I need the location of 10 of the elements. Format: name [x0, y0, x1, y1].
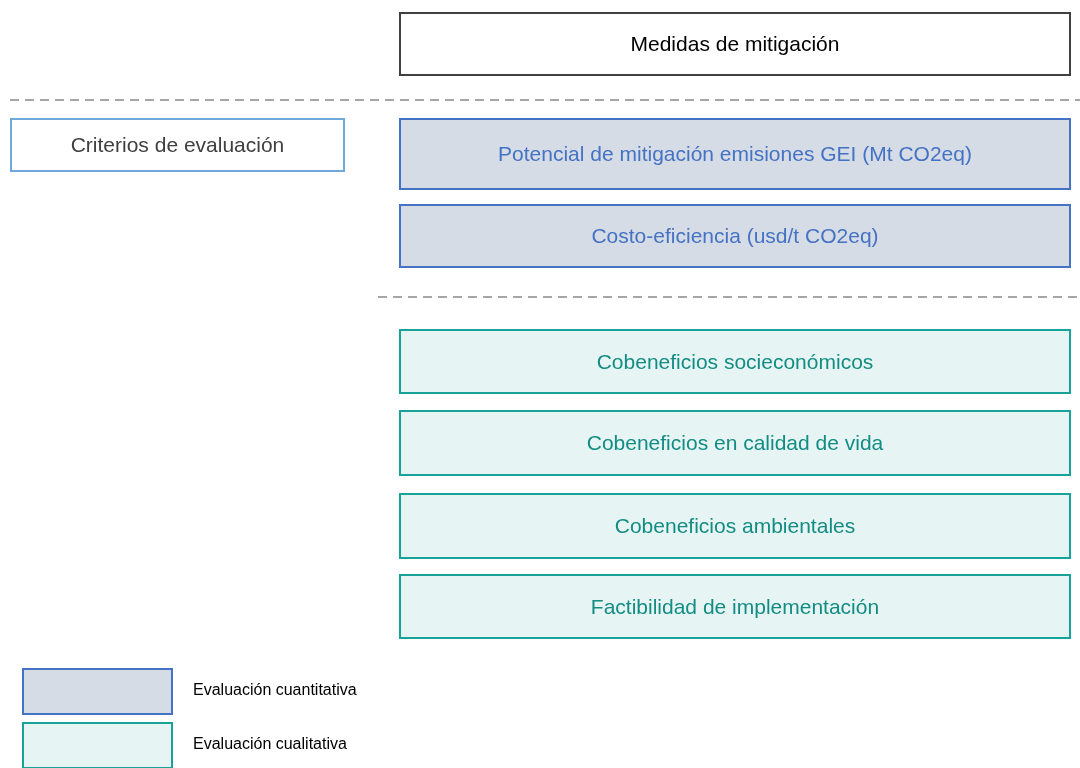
criterion-box: Cobeneficios en calidad de vida	[399, 410, 1071, 476]
criterion-box: Cobeneficios ambientales	[399, 493, 1071, 559]
criteria-box: Criterios de evaluación	[10, 118, 345, 172]
criterion-box: Factibilidad de implementación	[399, 574, 1071, 639]
legend-label: Evaluación cuantitativa	[193, 681, 357, 699]
criterion-box: Potencial de mitigación emisiones GEI (Mt CO2eq)	[399, 118, 1071, 190]
criterion-box: Costo-eficiencia (usd/t CO2eq)	[399, 204, 1071, 268]
header-box: Medidas de mitigación	[399, 12, 1071, 76]
criterion-box: Cobeneficios socieconómicos	[399, 329, 1071, 394]
legend-label: Evaluación cualitativa	[193, 735, 347, 753]
